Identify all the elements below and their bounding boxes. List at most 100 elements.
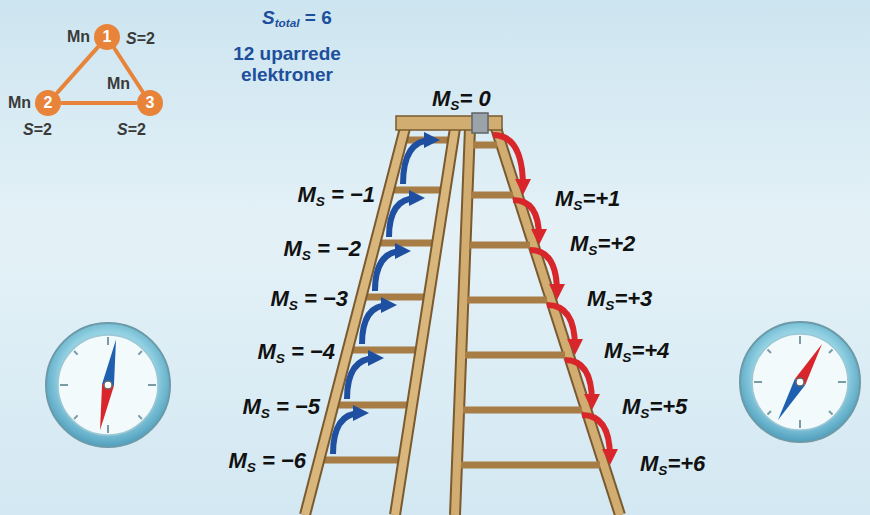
text-run: = −6 bbox=[256, 448, 306, 473]
ladder-rung bbox=[338, 402, 408, 409]
compass-face bbox=[752, 334, 848, 430]
step-arrow bbox=[375, 251, 403, 291]
spin-value: S=2 bbox=[23, 122, 52, 138]
text-run: M bbox=[432, 86, 450, 111]
text-run: M bbox=[270, 286, 288, 311]
text-run: S bbox=[126, 30, 137, 47]
ms-level: MS = −6 bbox=[228, 449, 306, 475]
text-run: S bbox=[573, 198, 582, 213]
text-run: = 6 bbox=[300, 7, 332, 28]
text-run: S bbox=[117, 121, 128, 138]
text-run: S bbox=[588, 243, 597, 258]
compass-tick bbox=[74, 351, 78, 355]
text-run: = −5 bbox=[270, 394, 320, 419]
step-arrow bbox=[362, 305, 389, 344]
text-run: M bbox=[283, 236, 301, 261]
ladder-rung bbox=[380, 240, 433, 247]
text-run: M bbox=[228, 448, 246, 473]
atom-circle: Mn2S=2 bbox=[35, 90, 61, 116]
ms-level: MS = −1 bbox=[297, 183, 375, 209]
text-run: =+6 bbox=[667, 451, 705, 476]
ladder-rung bbox=[324, 457, 399, 464]
ladder-rung bbox=[461, 462, 600, 469]
compass-tick bbox=[829, 411, 833, 415]
compass-face bbox=[58, 335, 158, 435]
ladder-front bbox=[305, 113, 502, 515]
ms-level: MS=+4 bbox=[604, 339, 669, 365]
bond-line bbox=[62, 101, 136, 105]
text-run: S bbox=[23, 121, 34, 138]
compass bbox=[740, 322, 860, 442]
text-run: M bbox=[640, 451, 658, 476]
ladder-rung bbox=[471, 192, 513, 199]
ms-level: MS=+3 bbox=[587, 287, 652, 313]
text-run: M bbox=[604, 338, 622, 363]
step-arrow bbox=[547, 305, 575, 347]
needle-south bbox=[773, 379, 805, 423]
ladder-rail bbox=[455, 128, 470, 515]
ladder-rail bbox=[495, 125, 620, 515]
compass-ring bbox=[46, 323, 170, 447]
compass-tick bbox=[767, 349, 771, 353]
atom-circle: Mn1S=2 bbox=[94, 24, 120, 50]
step-arrow bbox=[403, 140, 432, 184]
text-run: S bbox=[247, 460, 256, 475]
ladder-hinge bbox=[472, 113, 488, 133]
bond-line bbox=[57, 47, 97, 92]
text-run: M bbox=[570, 231, 588, 256]
text-run: = −2 bbox=[311, 236, 361, 261]
text-run: S bbox=[316, 194, 325, 209]
compass-needle bbox=[773, 341, 827, 423]
ladder-rung bbox=[467, 297, 547, 304]
text-run: =+1 bbox=[582, 186, 620, 211]
atom-number: 2 bbox=[35, 95, 61, 111]
needle-north bbox=[102, 339, 122, 386]
atom-number: 3 bbox=[137, 95, 163, 111]
atom-label: Mn bbox=[8, 95, 31, 111]
ladder-rung bbox=[394, 187, 441, 194]
ladder-rail bbox=[305, 128, 405, 515]
ms-level: MS = −5 bbox=[242, 395, 320, 421]
text-run: S bbox=[605, 298, 614, 313]
text-run: =2 bbox=[137, 30, 155, 47]
text-run: S bbox=[276, 351, 285, 366]
compass-tick bbox=[148, 384, 156, 386]
text-run: S bbox=[289, 298, 298, 313]
text-run: M bbox=[587, 286, 605, 311]
ms-level: MS = −4 bbox=[257, 340, 335, 366]
step-arrow bbox=[565, 360, 592, 402]
total-spin: Stotal = 6 bbox=[262, 8, 332, 30]
text-run: M bbox=[242, 394, 260, 419]
compass-tick bbox=[107, 337, 109, 345]
text-run: = −3 bbox=[298, 286, 348, 311]
compass-tick bbox=[767, 411, 771, 415]
ladder-rungs bbox=[461, 145, 600, 465]
atom-label: Mn bbox=[107, 76, 130, 92]
ladder-rung bbox=[352, 347, 416, 354]
compass-tick bbox=[799, 336, 801, 344]
compass-tick bbox=[74, 415, 78, 419]
text-run: S bbox=[302, 248, 311, 263]
text-run: =2 bbox=[34, 121, 52, 138]
step-arrow bbox=[530, 250, 557, 292]
ms-level: MS = −2 bbox=[283, 237, 361, 263]
text-run: S bbox=[450, 98, 459, 113]
compass-tick bbox=[754, 381, 762, 383]
ms-level: MS=+6 bbox=[640, 452, 705, 478]
step-arrow bbox=[389, 198, 417, 237]
text-run: S bbox=[658, 463, 667, 478]
step-arrow bbox=[493, 135, 523, 187]
text-run: M bbox=[297, 182, 315, 207]
text-run: S bbox=[622, 350, 631, 365]
ms-level: MS= 0 bbox=[432, 87, 491, 113]
atom-number: 1 bbox=[94, 29, 120, 45]
compass-pivot bbox=[796, 378, 804, 386]
ladder-rung bbox=[469, 242, 530, 249]
ladder-rail bbox=[305, 128, 405, 515]
ms-level: MS=+2 bbox=[570, 232, 635, 258]
spin-value: S=2 bbox=[126, 31, 155, 47]
text-run: = −1 bbox=[325, 182, 375, 207]
step-arrow bbox=[347, 358, 376, 399]
compass-tick bbox=[107, 425, 109, 433]
compass bbox=[46, 323, 170, 447]
